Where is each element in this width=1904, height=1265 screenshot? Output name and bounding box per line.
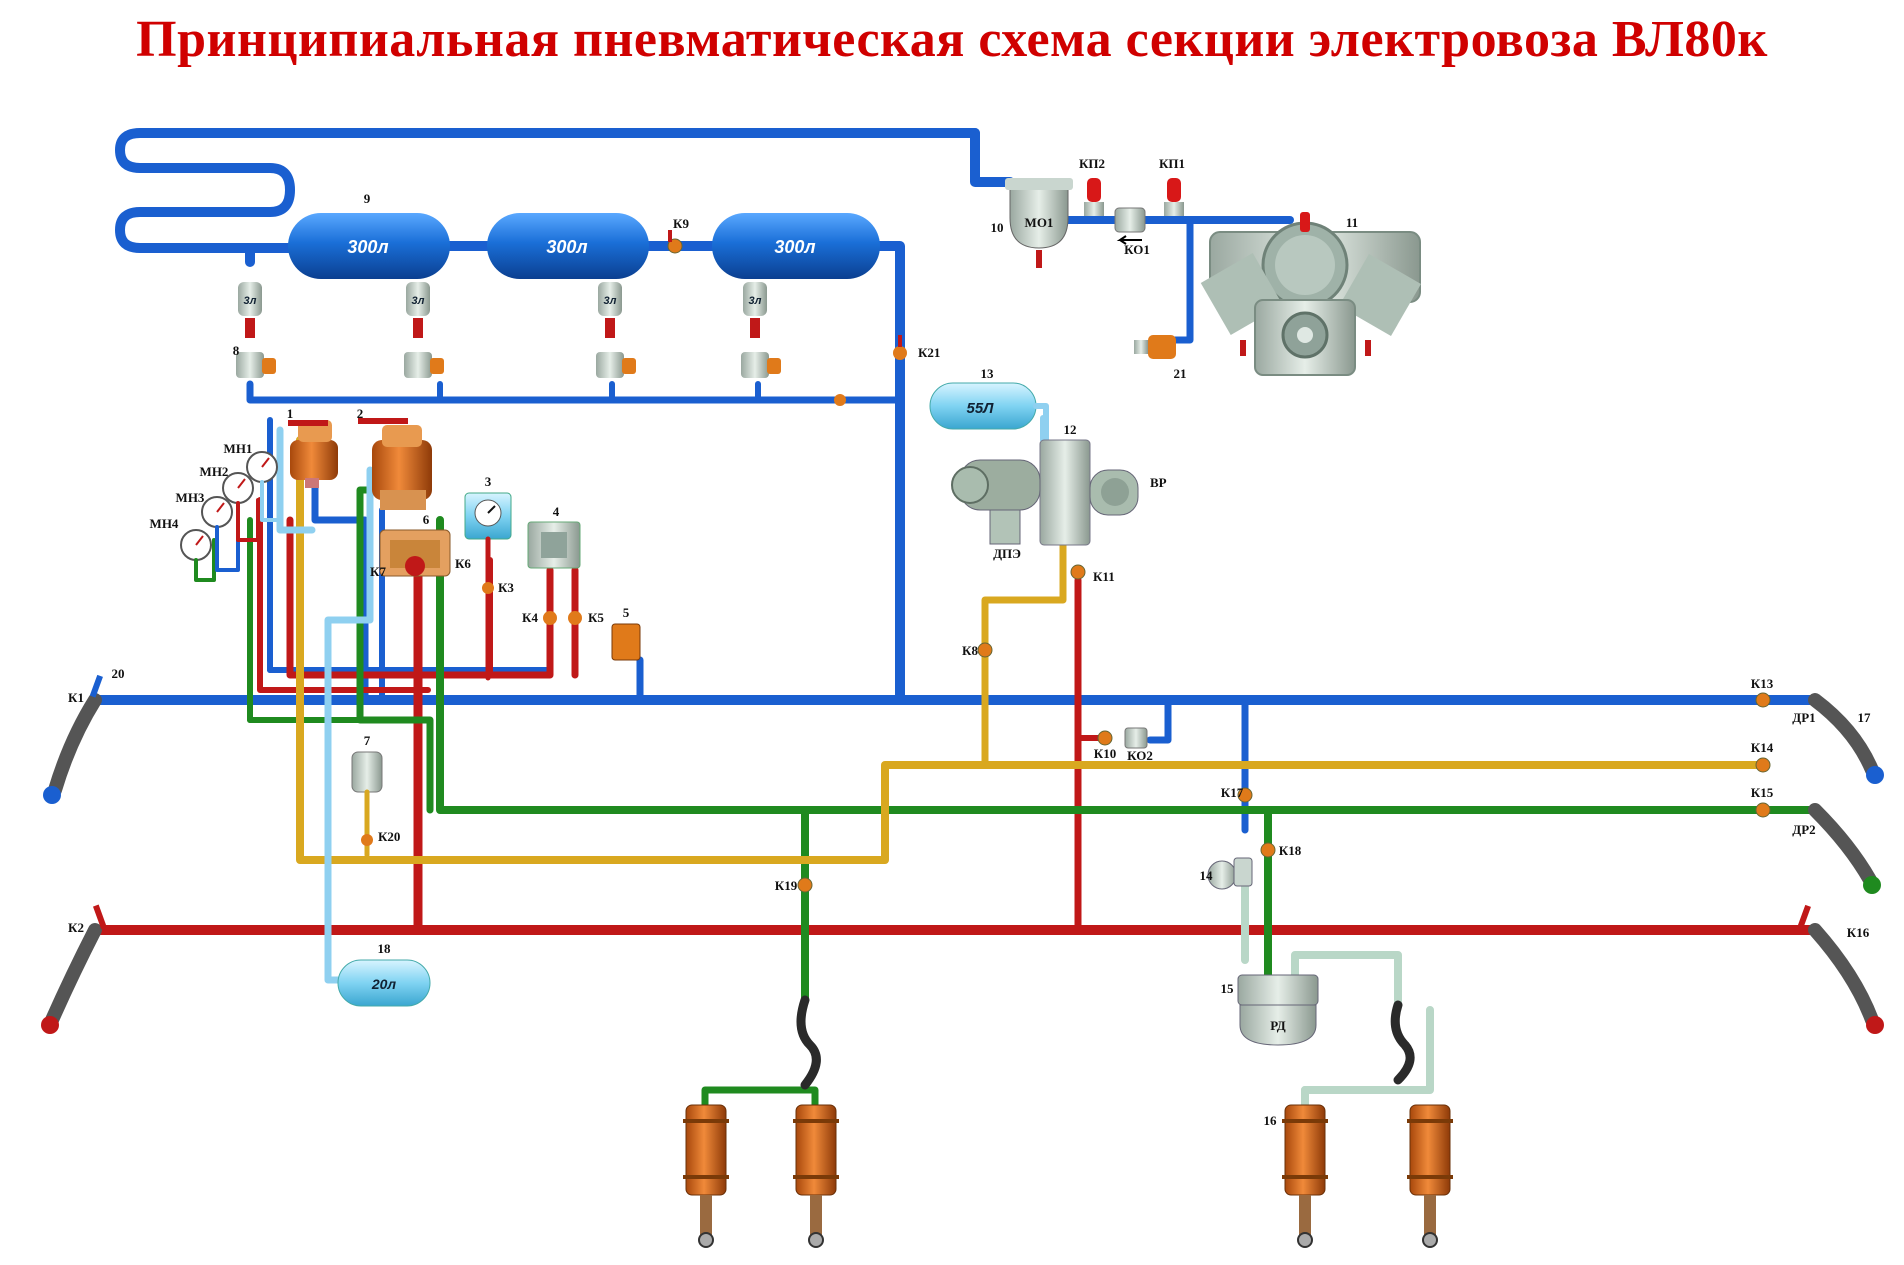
label-k6: К6: [455, 556, 471, 571]
label-mn2: МН2: [200, 464, 229, 479]
main-reservoir-3: 300л: [712, 213, 880, 279]
svg-text:3л: 3л: [412, 295, 425, 307]
label-21: 21: [1174, 366, 1187, 381]
label-mn1: МН1: [224, 441, 253, 456]
label-11: 11: [1346, 215, 1358, 230]
label-k8: К8: [962, 643, 978, 658]
device-4: [527, 521, 581, 569]
end-hoses: [41, 674, 1884, 1034]
label-k15: К15: [1751, 785, 1774, 800]
brake-valve-1: [288, 420, 338, 488]
label-2: 2: [357, 406, 364, 421]
reservoir-13: 55Л: [929, 382, 1049, 443]
label-k4: К4: [522, 610, 538, 625]
label-k14: К14: [1751, 740, 1774, 755]
label-3: 3: [485, 474, 492, 489]
label-k17: К17: [1221, 785, 1244, 800]
label-kp2: КП2: [1079, 156, 1105, 171]
device-5: [611, 623, 641, 661]
label-14: 14: [1200, 868, 1214, 883]
label-13: 13: [981, 366, 995, 381]
label-15: 15: [1221, 981, 1235, 996]
valve-k21: [893, 335, 907, 360]
main-reservoir-3-volume: 300л: [774, 237, 815, 257]
label-18: 18: [378, 941, 392, 956]
brake-valve-2: [358, 418, 432, 510]
label-ko2: КО2: [1127, 748, 1153, 763]
label-9: 9: [364, 191, 371, 206]
safety-valve-kp1: [1164, 178, 1184, 216]
label-k10: К10: [1094, 746, 1116, 761]
valve-k9: [667, 230, 683, 254]
label-k20: К20: [378, 829, 400, 844]
pressure-gauges: [180, 451, 282, 582]
main-reservoir-1: 300л: [288, 213, 450, 279]
brake-line-pipes: [95, 497, 1820, 935]
relay-valve-rd: РД: [1237, 974, 1319, 1046]
control-pipes: [276, 415, 1434, 1109]
label-kp1: КП1: [1159, 156, 1185, 171]
label-10: 10: [991, 220, 1004, 235]
unloader-valve-21: [1134, 335, 1176, 359]
label-4: 4: [553, 504, 560, 519]
label-k5: К5: [588, 610, 604, 625]
main-reservoir-2: 300л: [487, 213, 649, 279]
brake-cylinders: [683, 1104, 1453, 1248]
moisture-separator-mo1: МО1: [1005, 178, 1073, 268]
label-dr2: ДР2: [1792, 822, 1815, 837]
svg-text:МО1: МО1: [1025, 215, 1054, 230]
label-k11: К11: [1093, 569, 1115, 584]
label-dr1: ДР1: [1792, 710, 1815, 725]
label-12: 12: [1064, 422, 1077, 437]
label-k9: К9: [673, 216, 689, 231]
label-1: 1: [287, 406, 294, 421]
label-k2: К2: [68, 920, 84, 935]
label-k1: К1: [68, 690, 84, 705]
safety-valve-kp2: [1084, 178, 1104, 216]
label-16: 16: [1264, 1113, 1278, 1128]
valve-block-6: [379, 529, 451, 577]
label-k13: К13: [1751, 676, 1774, 691]
svg-text:55Л: 55Л: [967, 400, 995, 417]
label-vr: ВР: [1150, 475, 1167, 490]
label-dpe: ДПЭ: [993, 546, 1021, 561]
gauge-3: [464, 492, 512, 681]
label-17: 17: [1858, 710, 1872, 725]
diagram-title: Принципиальная пневматическая схема секц…: [136, 11, 1768, 68]
check-valve-ko1: [1114, 207, 1146, 245]
main-reservoir-1-volume: 300л: [347, 237, 388, 257]
label-8: 8: [233, 343, 240, 358]
label-6: 6: [423, 512, 430, 527]
svg-text:20л: 20л: [371, 976, 397, 992]
component-labels: 9 8 К9 К21 10 КП2 КП1 КО1 11 21 13 12 ВР…: [68, 156, 1871, 1128]
valve-14: [1207, 857, 1253, 890]
brake-cylinder-pipes: [247, 486, 1819, 1109]
svg-text:3л: 3л: [604, 295, 617, 307]
label-7: 7: [364, 733, 371, 748]
svg-text:3л: 3л: [749, 295, 762, 307]
reservoir-18: 20л: [337, 959, 431, 1007]
valve-drain-collector: [834, 394, 846, 406]
label-mn3: МН3: [176, 490, 205, 505]
svg-text:3л: 3л: [244, 295, 257, 307]
drain-tanks: 3л 3л 3л 3л: [236, 282, 781, 378]
label-mn4: МН4: [150, 516, 179, 531]
label-k7: К7: [370, 564, 386, 579]
label-k18: К18: [1279, 843, 1302, 858]
main-reservoir-2-volume: 300л: [546, 237, 587, 257]
label-5: 5: [623, 605, 630, 620]
label-20: 20: [112, 666, 125, 681]
label-k21: К21: [918, 345, 940, 360]
svg-text:РД: РД: [1270, 1018, 1286, 1033]
compressor: [1200, 212, 1421, 376]
flexible-hoses: [796, 995, 1415, 1090]
label-k19: К19: [775, 878, 798, 893]
label-ko1: КО1: [1124, 242, 1150, 257]
line-valves: [361, 564, 1771, 893]
label-k3: К3: [498, 580, 514, 595]
auxiliary-pipes: [296, 436, 1769, 864]
label-k16: К16: [1847, 925, 1870, 940]
air-distributor-12: [951, 439, 1139, 546]
